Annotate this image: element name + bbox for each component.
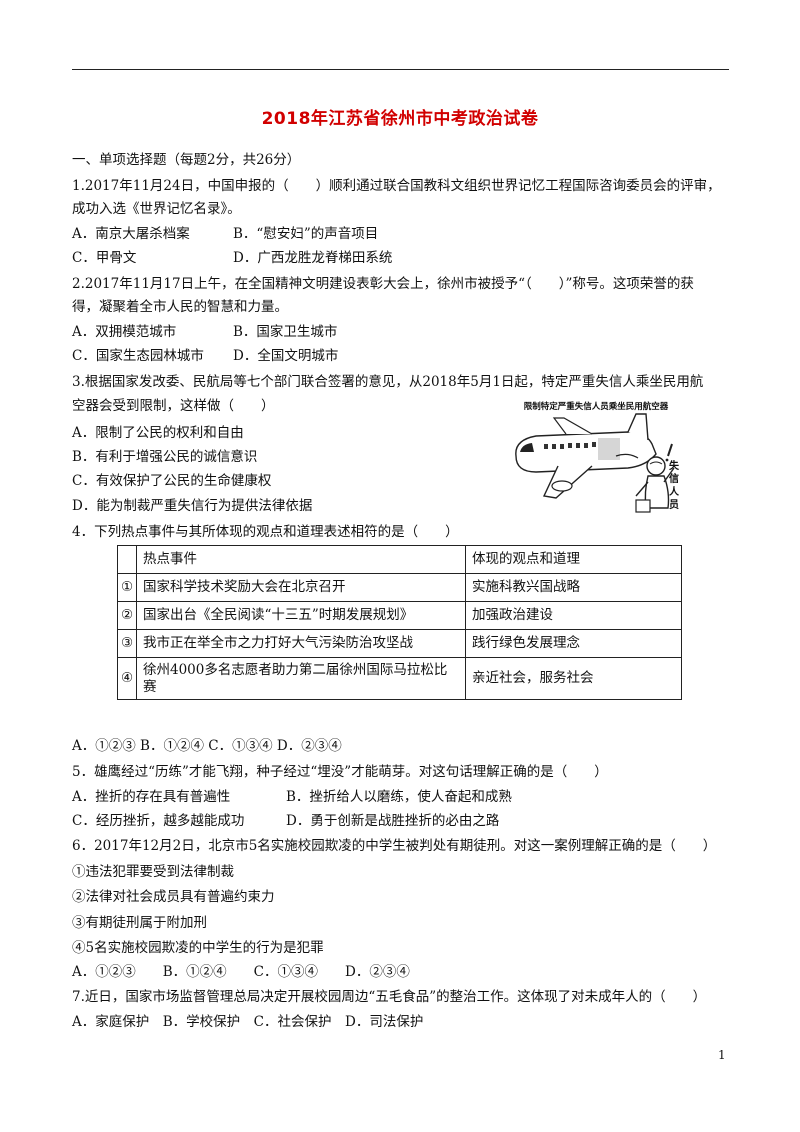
q2-stem-line2: 得，凝聚着全市人民的智慧和力量。 [72, 299, 288, 315]
q7-options: A．家庭保护 B．学校保护 C．社会保护 D．司法保护 [72, 1014, 424, 1030]
row-view: 亲近社会，服务社会 [465, 657, 682, 700]
q1-option-d: D．广西龙胜龙脊梯田系统 [233, 250, 393, 266]
row-view: 践行绿色发展理念 [465, 629, 682, 658]
cartoon-side-label: 失信人员 [669, 461, 679, 511]
q2-option-c: C．国家生态园林城市 [72, 348, 204, 364]
q6-statement-1: ①违法犯罪要受到法律制裁 [72, 864, 234, 880]
row-number: ③ [117, 629, 137, 658]
row-event: 我市正在举全市之力打好大气污染防治攻坚战 [136, 629, 466, 658]
q3-option-b: B．有利于增强公民的诚信意识 [72, 449, 258, 465]
row-view: 实施科教兴国战略 [465, 573, 682, 602]
table-row: ④ 徐州4000多名志愿者助力第二届徐州国际马拉松比赛 亲近社会，服务社会 [117, 657, 682, 700]
q1-option-c: C．甲骨文 [72, 250, 137, 266]
q2-option-d: D．全国文明城市 [233, 348, 339, 364]
q3-option-a: A．限制了公民的权利和自由 [72, 425, 244, 441]
q1-option-a: A．南京大屠杀档案 [72, 226, 190, 242]
row-event: 国家出台《全民阅读“十三五”时期发展规划》 [136, 601, 466, 630]
q6-statement-2: ②法律对社会成员具有普遍约束力 [72, 889, 275, 905]
q1-options-ab: A．南京大屠杀档案 B．“慰安妇”的声音项目 [72, 225, 378, 243]
q5-option-d: D．勇于创新是战胜挫折的必由之路 [286, 813, 500, 829]
header-rule [72, 69, 729, 70]
q5-options-cd: C．经历挫折，越多越能成功 D．勇于创新是战胜挫折的必由之路 [72, 812, 499, 830]
q3-option-d: D．能为制裁严重失信行为提供法律依据 [72, 498, 313, 514]
q4-options: A．①②③ B．①②④ C．①③④ D．②③④ [72, 738, 342, 754]
table-header-num [117, 545, 137, 574]
q1-stem-line1: 1.2017年11月24日，中国申报的（ ）顺利通过联合国教科文组织世界记忆工程… [72, 178, 721, 194]
q5-options-ab: A．挫折的存在具有普遍性 B．挫折给人以磨练，使人奋起和成熟 [72, 788, 512, 806]
q5-option-a: A．挫折的存在具有普遍性 [72, 789, 231, 805]
q3-stem-line1: 3.根据国家发改委、民航局等七个部门联合签署的意见，从2018年5月1日起，特定… [72, 374, 704, 390]
table-header-view: 体现的观点和道理 [465, 545, 682, 574]
q2-stem-line1: 2.2017年11月17日上午，在全国精神文明建设表彰大会上，徐州市被授予“（ … [72, 276, 694, 292]
q1-options-cd: C．甲骨文 D．广西龙胜龙脊梯田系统 [72, 249, 392, 267]
q6-statement-4: ④5名实施校园欺凌的中学生的行为是犯罪 [72, 940, 324, 956]
row-event: 国家科学技术奖励大会在北京召开 [136, 573, 466, 602]
airplane-cartoon-illustration [515, 413, 675, 513]
q4-events-table: 热点事件 体现的观点和道理 ① 国家科学技术奖励大会在北京召开 实施科教兴国战略… [117, 545, 682, 700]
q2-option-a: A．双拥模范城市 [72, 324, 177, 340]
q5-option-b: B．挫折给人以磨练，使人奋起和成熟 [286, 789, 512, 805]
q6-options: A．①②③ B．①②④ C．①③④ D．②③④ [72, 964, 410, 980]
table-row: ③ 我市正在举全市之力打好大气污染防治攻坚战 践行绿色发展理念 [117, 629, 682, 658]
row-number: ② [117, 601, 137, 630]
section-heading: 一、单项选择题（每题2分，共26分） [72, 152, 301, 168]
cartoon-caption: 限制特定严重失信人员乘坐民用航空器 [523, 402, 669, 412]
table-header-event: 热点事件 [136, 545, 466, 574]
q5-option-c: C．经历挫折，越多越能成功 [72, 813, 245, 829]
table-row: ① 国家科学技术奖励大会在北京召开 实施科教兴国战略 [117, 573, 682, 602]
row-number: ④ [117, 657, 137, 700]
q1-option-b: B．“慰安妇”的声音项目 [233, 226, 379, 242]
page-title: 2018年江苏省徐州市中考政治试卷 [261, 109, 539, 129]
q3-option-c: C．有效保护了公民的生命健康权 [72, 473, 272, 489]
row-event: 徐州4000多名志愿者助力第二届徐州国际马拉松比赛 [136, 657, 466, 700]
row-number: ① [117, 573, 137, 602]
table-header-row: 热点事件 体现的观点和道理 [117, 545, 682, 574]
q5-stem: 5．雄鹰经过“历练”才能飞翔，种子经过“埋没”才能萌芽。对这句话理解正确的是（ … [72, 764, 608, 780]
page-number: 1 [718, 1048, 726, 1062]
q6-stem: 6．2017年12月2日，北京市5名实施校园欺凌的中学生被判处有期徒刑。对这一案… [72, 838, 717, 854]
q2-options-ab: A．双拥模范城市 B．国家卫生城市 [72, 323, 337, 341]
q6-statement-3: ③有期徒刑属于附加刑 [72, 915, 207, 931]
q2-options-cd: C．国家生态园林城市 D．全国文明城市 [72, 347, 338, 365]
table-row: ② 国家出台《全民阅读“十三五”时期发展规划》 加强政治建设 [117, 601, 682, 630]
q7-stem: 7.近日，国家市场监督管理总局决定开展校园周边“五毛食品”的整治工作。这体现了对… [72, 989, 707, 1005]
q1-stem-line2: 成功入选《世界记忆名录》。 [72, 201, 241, 217]
row-view: 加强政治建设 [465, 601, 682, 630]
q4-stem: 4．下列热点事件与其所体现的观点和道理表述相符的是（ ） [72, 524, 459, 540]
q2-option-b: B．国家卫生城市 [233, 324, 338, 340]
q3-stem-line2: 空器会受到限制，这样做（ ） [72, 398, 275, 414]
